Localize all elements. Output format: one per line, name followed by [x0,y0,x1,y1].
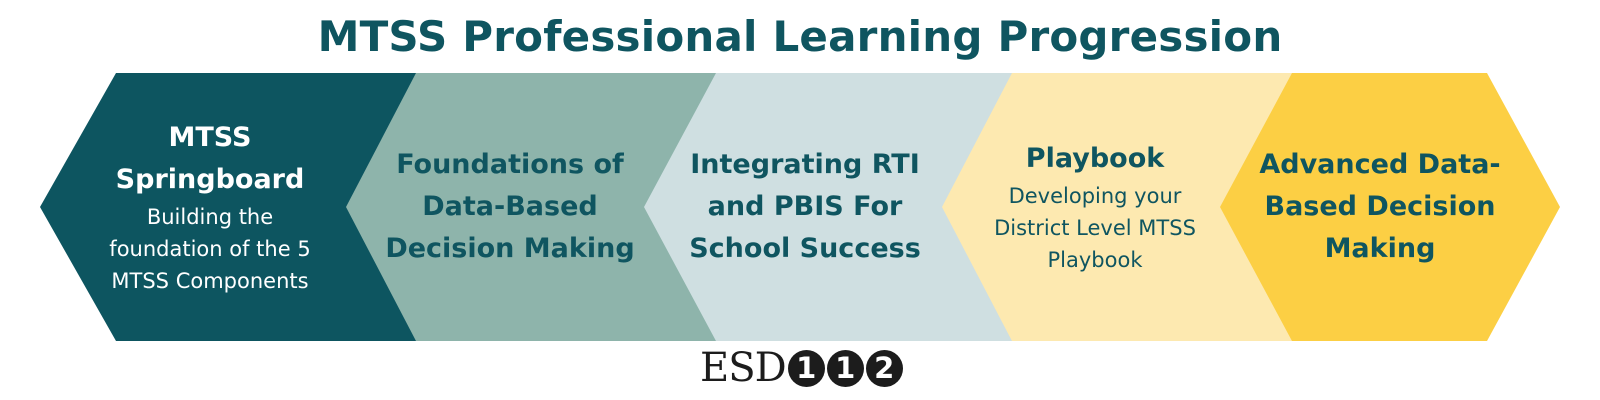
logo-digit-3: 2 [865,349,903,387]
stage-1-shape [40,73,416,341]
stage-1-description-line: Building the [146,205,274,229]
stage-4-shape [934,73,1292,341]
logo-word: ESD [700,345,787,391]
stage-3-title-line: School Success [689,233,921,264]
stage-4-description-line: Playbook [1047,248,1143,272]
stage-3-shape [636,73,1012,341]
stage-1-description-line: foundation of the 5 [109,237,311,261]
stage-5-shape [1190,73,1560,341]
stage-1-title-line: MTSS [168,122,252,153]
stage-5-title-line: Advanced Data- [1259,149,1501,180]
stage-2-shape [338,73,716,341]
stage-5-title-line: Based Decision [1264,191,1496,222]
stage-2-title-line: Data-Based [422,191,598,222]
stage-2-title-line: Decision Making [385,233,635,264]
stage-1-description-line: MTSS Components [111,269,309,293]
stage-3-title-line: and PBIS For [707,191,903,222]
stage-4-description-line: Developing your [1008,184,1182,208]
stage-1-description: Building the foundation of the 5 MTSS Comp… [109,201,310,297]
stage-3-title-line: Integrating RTI [690,149,920,180]
stage-5-title-line: Making [1324,233,1436,264]
page-title: MTSS Professional Learning Progression [317,12,1283,61]
stage-2-title-line: Foundations of [396,149,624,180]
stage-4-description-line: District Level MTSS [994,216,1196,240]
stage-1: MTSS Springboard Building the foundation o… [70,73,350,341]
logo-digit-1: 1 [787,349,825,387]
stage-4-title: Playbook [1026,138,1164,180]
stage-4-title-line: Playbook [1025,143,1165,174]
stage-1-title-line: Springboard [115,164,305,195]
stage-1-title: MTSS Springboard [116,117,305,201]
logo-digit-2: 1 [826,349,864,387]
esd-logo: ESD 1 1 2 [700,346,903,390]
